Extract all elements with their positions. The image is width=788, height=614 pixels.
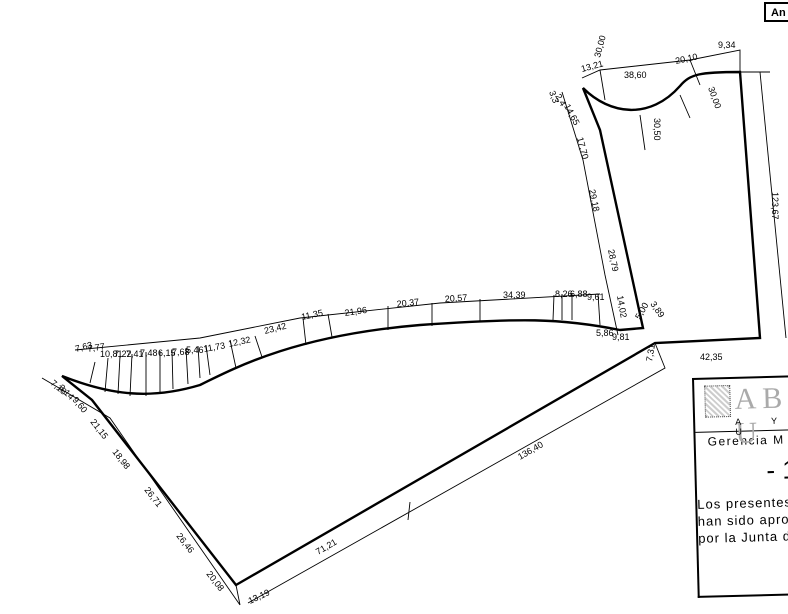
parcel-boundary [61, 70, 762, 587]
top-dimension-line [581, 49, 741, 151]
dim-label: 30,50 [652, 118, 662, 141]
dim-label: 38,60 [624, 70, 647, 80]
stamp-line: por la Junta d [698, 528, 788, 546]
dim-label: 23,42 [263, 321, 287, 336]
dim-label: 30,00 [592, 34, 607, 58]
dim-label: 7,68 [172, 347, 190, 357]
dim-label: 5,46 [186, 345, 204, 355]
coat-of-arms-icon [704, 385, 732, 418]
dim-label: 20,10 [674, 51, 698, 65]
dim-label: 21,96 [344, 305, 368, 318]
dim-label: 18,98 [110, 447, 132, 471]
dim-label: 20,57 [444, 292, 467, 304]
band-ticks [89, 293, 601, 397]
left-dimension-line [41, 377, 241, 606]
dim-label: 123,67 [770, 192, 780, 220]
dim-label: 6,88 [570, 289, 588, 299]
dim-label: 7,77 [87, 341, 106, 354]
band-upper-edge [74, 293, 601, 351]
dim-label: 12,32 [227, 334, 251, 348]
dim-label: 9,34 [718, 40, 736, 50]
dim-label: 28,79 [606, 248, 620, 272]
dim-label: 3,3 [547, 89, 561, 104]
dim-label: 7,48 [140, 348, 158, 358]
stamp-ayuntamiento: A Y U [735, 415, 788, 437]
dim-label: 3,89 [648, 299, 666, 319]
arm-dimension-line [561, 91, 619, 336]
dim-label: 5,86 [596, 328, 614, 338]
stamp-text: Los presentes han sido apro por la Junta… [697, 485, 788, 547]
approval-stamp: AB U A Y U Gerencia M - 1 Los presentes … [692, 374, 788, 598]
dim-label: 11,35 [300, 308, 323, 322]
dim-label: 34,39 [503, 290, 526, 300]
dim-label: 7,31 [644, 343, 657, 362]
dim-label: 30,00 [706, 85, 723, 110]
dim-label: 14,02 [615, 295, 629, 319]
stamp-header: AB U A Y U [694, 376, 788, 450]
dim-label: 9,81 [612, 332, 630, 342]
dim-label: 7,41 [126, 349, 144, 359]
dim-label: 7,63 [74, 340, 94, 354]
dim-label: 9,61 [587, 292, 605, 302]
dim-label: 29,18 [587, 188, 601, 212]
dim-label: 42,35 [700, 352, 723, 362]
dim-label: 13,19 [247, 587, 272, 606]
dim-label: 8,26 [555, 289, 573, 299]
dim-label: 11,73 [203, 340, 226, 354]
dim-label: 9,60 [70, 395, 89, 415]
dim-label: 20,37 [396, 297, 419, 309]
dim-label: 10,81 [100, 349, 123, 359]
right-dimension-line [740, 71, 787, 339]
dim-label: 7,22 [114, 349, 132, 359]
corner-label-box: An [764, 2, 788, 22]
stamp-number: - 1 [766, 454, 788, 486]
dim-label: 136,40 [516, 439, 545, 461]
dim-label: 26,46 [174, 531, 196, 555]
dim-label: 6,15 [158, 348, 176, 358]
dim-label: 17,70 [575, 136, 590, 160]
dim-label: 5,00 [633, 301, 650, 321]
bottom-dimension-line [247, 342, 666, 604]
dim-label: 14,65 [562, 102, 581, 127]
